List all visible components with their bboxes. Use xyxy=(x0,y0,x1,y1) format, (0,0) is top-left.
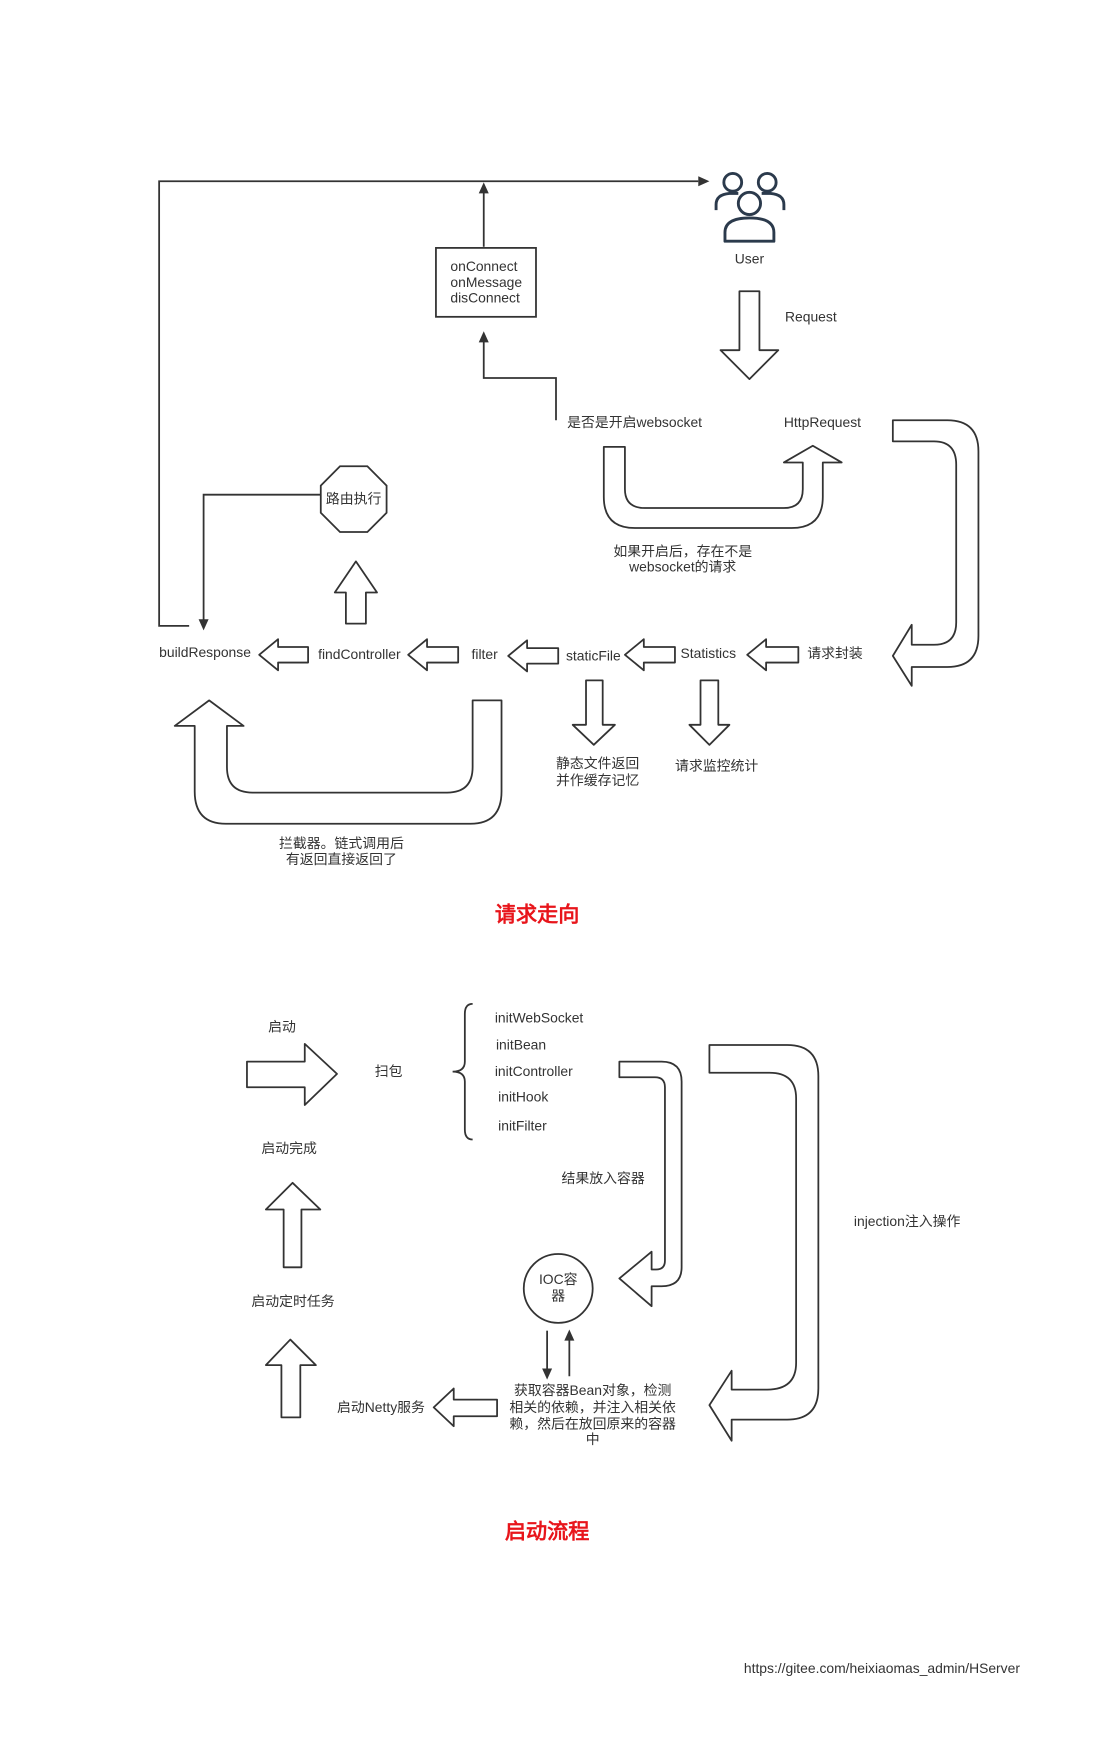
injection-arrow xyxy=(708,1044,820,1442)
router-octagon xyxy=(319,465,388,533)
init-filter-label: initFilter xyxy=(498,1118,547,1134)
websocket-check-line xyxy=(482,341,557,421)
controller-to-router-arrow xyxy=(333,560,378,625)
arrow-to-filter xyxy=(507,639,560,673)
statistics-label: Statistics xyxy=(681,645,737,661)
ioc-container-circle xyxy=(522,1253,594,1324)
filter-label: filter xyxy=(472,646,499,662)
startup-flow-title: 启动流程 xyxy=(505,1520,589,1544)
netty-to-tasks-arrow xyxy=(264,1338,317,1419)
init-websocket-label: initWebSocket xyxy=(495,1010,584,1026)
websocket-loop-note-line2: websocket的请求 xyxy=(628,558,736,574)
request-flow-title: 请求走向 xyxy=(495,902,579,927)
dis-connect-label: disConnect xyxy=(450,289,520,305)
ioc-put-arrowhead xyxy=(564,1329,575,1341)
arrow-to-build-response xyxy=(258,638,309,672)
static-file-note-line1: 静态文件返回 xyxy=(556,755,639,771)
store-result-label: 结果放入容器 xyxy=(562,1170,645,1186)
static-file-down-arrow xyxy=(571,679,616,746)
arrow-to-statistics xyxy=(746,638,800,672)
init-hook-label: initHook xyxy=(498,1089,548,1105)
statistics-down-arrow xyxy=(688,679,731,746)
websocket-to-user-arrowhead xyxy=(478,182,489,194)
ioc-container-label-line1: IOC容 xyxy=(539,1271,578,1287)
response-to-user-arrowhead xyxy=(698,176,710,187)
init-bean-label: initBean xyxy=(496,1036,546,1052)
repository-url: https://gitee.com/heixiaomas_admin/HServ… xyxy=(744,1660,1020,1676)
websocket-handler-box xyxy=(435,247,537,318)
start-label: 启动 xyxy=(268,1019,296,1035)
http-request-label: HttpRequest xyxy=(784,414,861,430)
inject-note-line2: 相关的依赖，并注入相关依 xyxy=(509,1399,676,1415)
static-file-note-line2: 并作缓存记忆 xyxy=(556,772,639,788)
tasks-to-complete-arrow xyxy=(264,1181,322,1269)
non-websocket-loop-arrow xyxy=(602,444,843,529)
websocket-check-arrowhead xyxy=(478,331,489,343)
router-label: 路由执行 xyxy=(326,491,382,507)
start-scheduled-tasks-label: 启动定时任务 xyxy=(251,1293,334,1309)
arrow-to-find-controller xyxy=(407,638,460,672)
start-to-scan-arrow xyxy=(246,1042,338,1106)
interceptor-note-line1: 拦截器。链式调用后 xyxy=(279,835,404,851)
ioc-get-arrowhead xyxy=(542,1368,553,1380)
injection-label: injection注入操作 xyxy=(854,1213,961,1229)
websocket-loop-note-line1: 如果开启后，存在不是 xyxy=(613,543,752,559)
interceptor-return-arrow xyxy=(173,699,503,825)
start-netty-label: 启动Netty服务 xyxy=(337,1399,425,1415)
response-to-user-line xyxy=(158,180,699,627)
router-to-response-arrowhead xyxy=(198,619,209,631)
store-result-arrow xyxy=(618,1060,683,1308)
inject-note-line1: 获取容器Bean对象，检测 xyxy=(514,1382,671,1398)
on-message-label: onMessage xyxy=(450,274,522,290)
inject-note-line3: 赖，然后在放回原来的容器 xyxy=(509,1415,676,1431)
on-connect-label: onConnect xyxy=(450,258,517,274)
start-complete-label: 启动完成 xyxy=(261,1140,317,1156)
arrow-to-netty xyxy=(432,1387,498,1428)
build-response-label: buildResponse xyxy=(159,644,251,660)
ioc-container-label-line2: 器 xyxy=(551,1288,565,1304)
user-label: User xyxy=(735,250,765,266)
statistics-note: 请求监控统计 xyxy=(675,757,758,773)
request-down-arrow xyxy=(719,290,780,380)
websocket-check-label: 是否是开启websocket xyxy=(567,414,702,430)
users-icon xyxy=(714,171,786,243)
request-wrap-label: 请求封装 xyxy=(807,645,863,661)
request-label: Request xyxy=(785,308,837,324)
scan-label: 扫包 xyxy=(375,1063,403,1079)
find-controller-label: findController xyxy=(318,646,401,662)
http-request-wrap-arrow xyxy=(891,419,980,687)
inject-note-line4: 中 xyxy=(586,1431,600,1447)
router-to-response-line xyxy=(202,493,321,621)
init-steps-brace xyxy=(452,1002,473,1141)
interceptor-note-line2: 有返回直接返回了 xyxy=(286,851,397,867)
init-controller-label: initController xyxy=(495,1063,573,1079)
arrow-to-static-file xyxy=(624,638,676,672)
static-file-label: staticFile xyxy=(566,647,621,663)
